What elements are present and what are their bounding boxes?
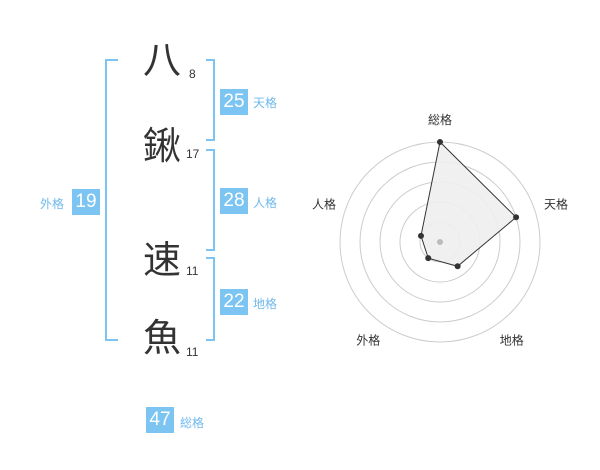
radar-axis-label-2: 地格 (500, 333, 524, 348)
sou-kaku-value: 47 (146, 407, 174, 433)
ten-kaku-bracket (206, 59, 215, 141)
ten-kaku-value: 25 (220, 89, 248, 115)
radar-point-2 (454, 263, 461, 270)
chi-kaku-label: 地格 (253, 297, 278, 311)
kanji-4: 魚 (143, 316, 182, 360)
stroke-count-3: 11 (186, 264, 199, 278)
gai-kaku-label: 外格 (40, 197, 65, 211)
radar-point-0 (437, 139, 443, 145)
radar-axis-label-0: 総格 (428, 112, 452, 127)
jin-kaku-value: 28 (220, 188, 248, 214)
ten-kaku-label: 天格 (253, 96, 278, 110)
chi-kaku-value: 22 (220, 289, 248, 315)
radar-point-1 (513, 214, 520, 221)
sou-kaku-label: 総格 (180, 416, 205, 430)
kanji-2: 鍬 (143, 124, 182, 168)
stroke-count-4: 11 (186, 345, 199, 359)
chi-kaku-bracket (206, 257, 215, 341)
stroke-count-1: 8 (189, 67, 196, 81)
gai-kaku-bracket (105, 59, 118, 341)
radar-axis-label-3: 外格 (356, 333, 380, 348)
radar-axis-label-1: 天格 (544, 196, 568, 211)
gai-kaku-value: 19 (72, 189, 100, 215)
radar-polygon (420, 140, 517, 267)
radar-point-3 (425, 255, 432, 262)
kanji-1: 八 (143, 38, 182, 82)
stroke-count-2: 17 (186, 147, 200, 161)
jin-kaku-label: 人格 (253, 196, 278, 210)
radar-center-dot (437, 239, 443, 245)
kanji-3: 速 (143, 238, 182, 282)
radar-axis-label-4: 人格 (312, 196, 336, 211)
radar-point-4 (417, 232, 424, 239)
radar-points (417, 139, 520, 270)
jin-kaku-bracket (206, 149, 215, 251)
